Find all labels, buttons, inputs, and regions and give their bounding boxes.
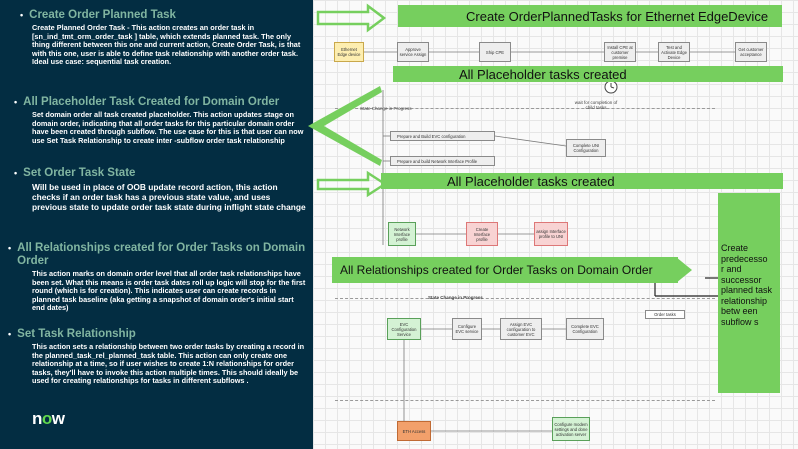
flow-node-complete-uni[interactable]: Complete UNI Configuration xyxy=(566,139,606,157)
section-title: Set Task Relationship xyxy=(17,328,136,340)
bullet-icon: • xyxy=(8,243,12,253)
flow-node-eth-access[interactable]: ETH Access xyxy=(397,421,431,441)
flow-node-create-profile[interactable]: Create Interface profile xyxy=(466,222,498,246)
banner-top: Create OrderPlannedTasks for Ethernet Ed… xyxy=(398,5,782,27)
flow-node-assign-evc[interactable]: Assign EVC configuration to customer EVC xyxy=(500,318,542,340)
section-title: Set Order Task State xyxy=(23,167,136,179)
bullet-icon: • xyxy=(20,10,24,20)
flow-node-approve[interactable]: Approve service Assign xyxy=(397,42,429,62)
section-title: All Placeholder Task Created for Domain … xyxy=(23,96,280,108)
section-set-order-task-state: • Set Order Task State Will be used in p… xyxy=(8,167,306,212)
flow-node-prepare-nip[interactable]: Prepare and build Network Interface Prof… xyxy=(390,156,495,166)
flow-node-configure-modem[interactable]: Configure modem settings and done activa… xyxy=(552,417,590,441)
flow-node-config-evc[interactable]: Configure EVC service xyxy=(452,318,482,340)
banner-placeholder-2: All Placeholder tasks created xyxy=(381,173,783,189)
flow-node-eth-edge[interactable]: Ethernet Edge device xyxy=(334,42,364,62)
section-title: Create Order Planned Task xyxy=(29,9,176,21)
section-body: Create Planned Order Task - This action … xyxy=(32,23,301,67)
order-tasks-label[interactable]: Order tasks xyxy=(645,310,685,319)
flow-node-get-acceptance[interactable]: Get customer acceptance xyxy=(735,42,767,62)
section-body: This action sets a relationship between … xyxy=(32,342,305,386)
lane-divider xyxy=(335,108,715,109)
banner-placeholder-1: All Placeholder tasks created xyxy=(393,66,783,82)
flow-node-prepare-evc[interactable]: Prepare and Build EVC configuration xyxy=(390,131,495,141)
clock-icon xyxy=(604,80,618,94)
wait-label: wait for completion of child tasks xyxy=(574,100,618,110)
section-body: Set domain order all task created placeh… xyxy=(32,110,304,145)
section-create-order-planned-task: • Create Order Planned Task Create Plann… xyxy=(8,9,306,67)
description-panel: • Create Order Planned Task Create Plann… xyxy=(0,0,313,449)
flow-node-evc-config[interactable]: EVC Configuration Service xyxy=(387,318,421,340)
lane-divider xyxy=(335,298,715,299)
side-callout xyxy=(718,193,780,393)
flow-node-assign-profile[interactable]: assign Interface profile to UNI xyxy=(534,222,568,246)
flow-node-install-cpe[interactable]: Install CPE at customer premise xyxy=(604,42,636,62)
banner-relationships: All Relationships created for Order Task… xyxy=(332,257,678,283)
bullet-icon: • xyxy=(14,168,18,178)
state-change-label: State Change in Progress xyxy=(360,106,412,111)
flow-node-test-activate[interactable]: Test and Activate Edge Device xyxy=(658,42,690,62)
section-body: This action marks on domain order level … xyxy=(32,269,306,313)
lane-divider xyxy=(335,400,715,401)
section-placeholder-task: • All Placeholder Task Created for Domai… xyxy=(8,96,306,145)
state-change-label: State Change in Progress xyxy=(428,295,483,300)
bullet-icon: • xyxy=(8,329,12,339)
section-all-relationships: • All Relationships created for Order Ta… xyxy=(8,242,306,313)
flow-node-complete-evc[interactable]: Complete EVC Configuration xyxy=(566,318,604,340)
bullet-icon: • xyxy=(14,97,18,107)
side-callout-text: Create predecesso r and successor planne… xyxy=(721,243,773,327)
now-logo: now xyxy=(32,409,65,428)
section-set-task-relationship: • Set Task Relationship This action sets… xyxy=(8,328,306,386)
flow-node-network-profile[interactable]: Network Interface profile xyxy=(388,222,416,246)
section-title: All Relationships created for Order Task… xyxy=(17,242,306,267)
section-body: Will be used in place of OOB update reco… xyxy=(32,182,306,212)
flow-node-ship-cpe[interactable]: Ship CPE xyxy=(479,42,511,62)
